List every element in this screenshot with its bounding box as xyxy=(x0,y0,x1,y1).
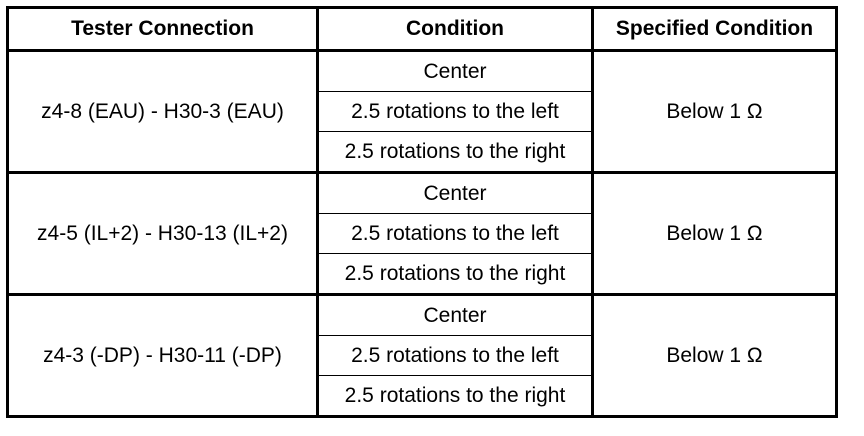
table-row: 2.5 rotations to the right xyxy=(8,253,837,296)
condition-cell: 2.5 rotations to the right xyxy=(316,131,594,174)
condition-cell: Center xyxy=(316,293,594,336)
table-header-row: Tester Connection Condition Specified Co… xyxy=(6,6,838,52)
connection-cell: z4-5 (IL+2) - H30-13 (IL+2) xyxy=(6,171,319,296)
table-row: z4-3 (-DP) - H30-11 (-DP) Center Below 1… xyxy=(6,293,838,418)
table-row: 2.5 rotations to the left xyxy=(8,335,837,376)
spec-table-container: Tester Connection Condition Specified Co… xyxy=(6,6,838,418)
table-row: 2.5 rotations to the left xyxy=(8,91,837,132)
table-row: 2.5 rotations to the right xyxy=(8,375,837,418)
condition-cell: 2.5 rotations to the right xyxy=(316,253,594,296)
specified-condition-cell: Below 1 Ω xyxy=(591,171,838,296)
table-row: 2.5 rotations to the right xyxy=(8,131,837,174)
tester-connection-table: Tester Connection Condition Specified Co… xyxy=(6,6,838,418)
table-row: z4-8 (EAU) - H30-3 (EAU) Center Below 1 … xyxy=(6,49,838,174)
condition-cell: 2.5 rotations to the left xyxy=(316,91,594,132)
condition-cell: Center xyxy=(316,171,594,214)
condition-cell: 2.5 rotations to the left xyxy=(316,213,594,254)
specified-condition-cell: Below 1 Ω xyxy=(591,293,838,418)
header-condition: Condition xyxy=(316,6,594,52)
header-tester-connection: Tester Connection xyxy=(6,6,319,52)
table-row: z4-5 (IL+2) - H30-13 (IL+2) Center Below… xyxy=(6,171,838,296)
connection-cell: z4-8 (EAU) - H30-3 (EAU) xyxy=(6,49,319,174)
condition-cell: 2.5 rotations to the left xyxy=(316,335,594,376)
specified-condition-cell: Below 1 Ω xyxy=(591,49,838,174)
header-specified-condition: Specified Condition xyxy=(591,6,838,52)
condition-cell: 2.5 rotations to the right xyxy=(316,375,594,418)
connection-cell: z4-3 (-DP) - H30-11 (-DP) xyxy=(6,293,319,418)
condition-cell: Center xyxy=(316,49,594,92)
